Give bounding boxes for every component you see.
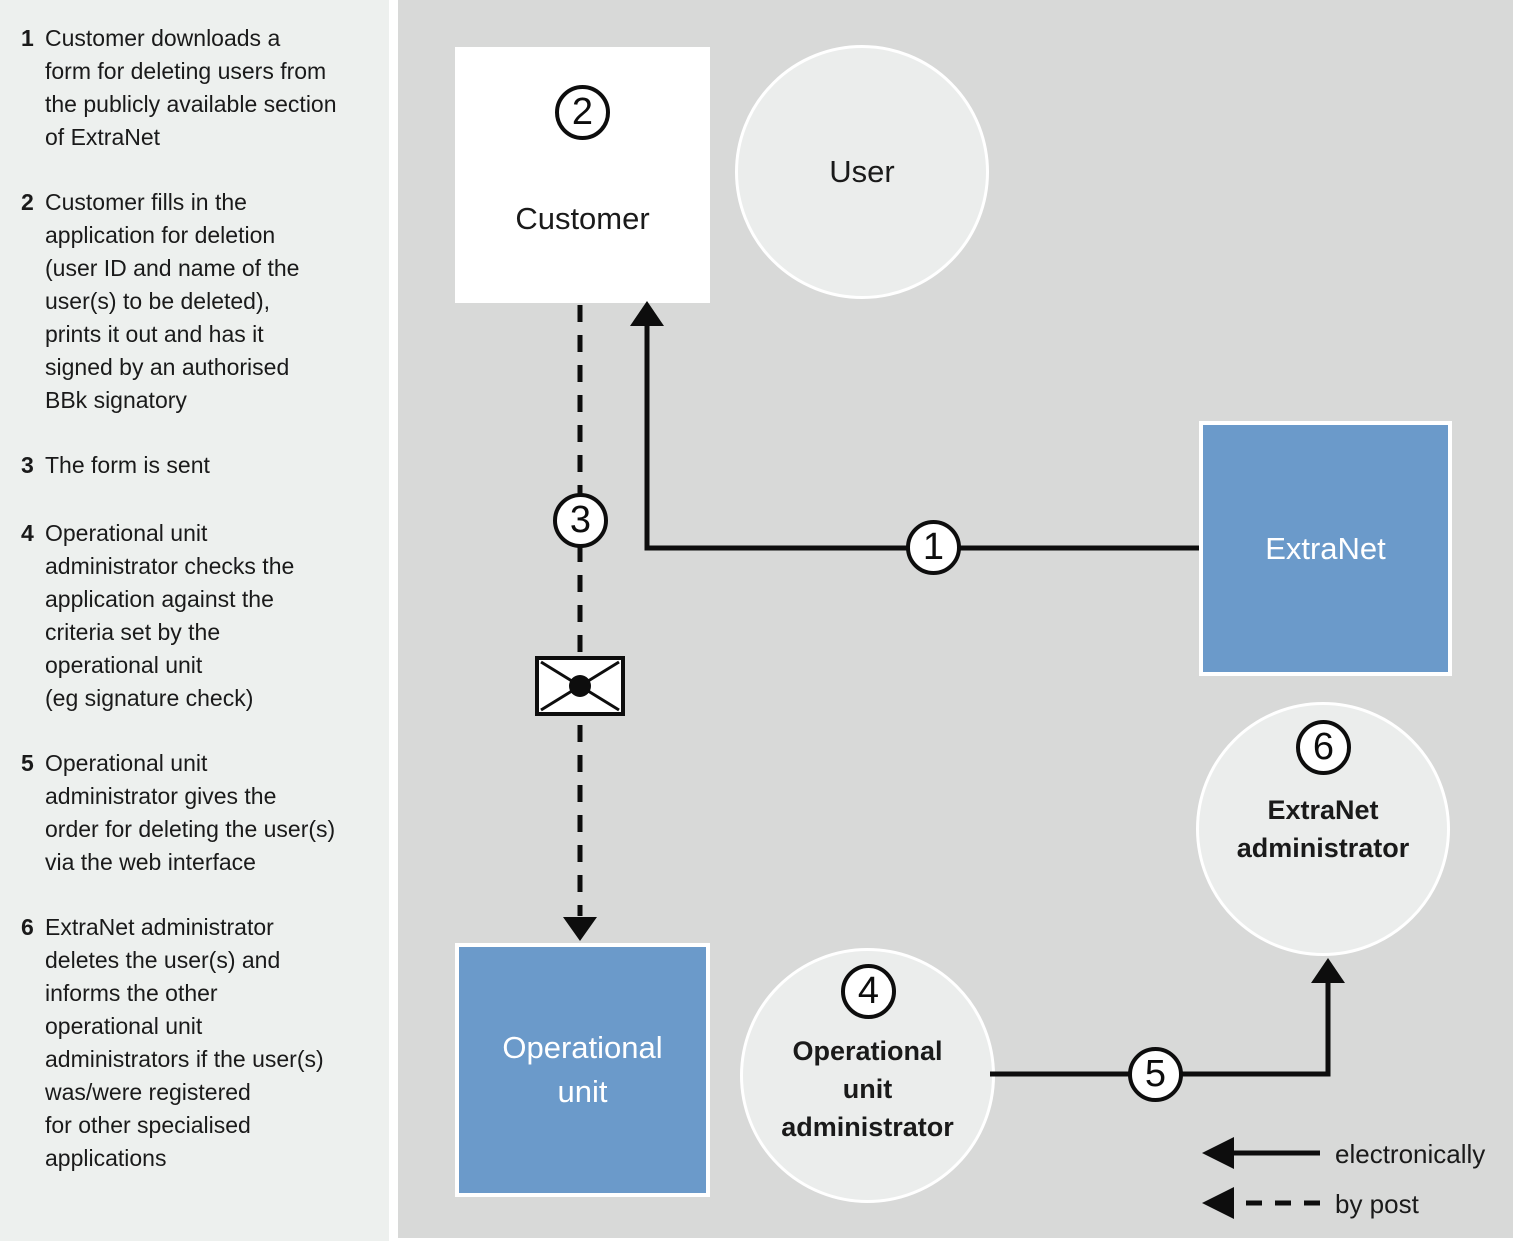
step-description: ExtraNet administrator deletes the user(… [45,914,324,1171]
customer-node: 2 Customer [455,47,710,303]
step-number: 1 [21,25,34,51]
operational-unit-label: Operational unit [502,1030,663,1109]
user-label: User [829,154,895,189]
step-item-3: 3 The form is sent [0,449,210,482]
extranet-admin-label: ExtraNet administrator [1236,795,1410,863]
operational-unit-node: Operational unit [455,943,710,1197]
legend-dashed-arrow-icon [1202,1187,1320,1219]
step-badge-1: 1 [906,520,961,575]
instruction-panel: 1 Customer downloads a form for deleting… [0,0,389,1241]
customer-label: Customer [515,201,650,236]
step-description: The form is sent [45,452,210,478]
envelope-icon [535,656,625,716]
arrow-customer-to-operational-unit [563,305,597,941]
step-item-4: 4 Operational unit administrator checks … [0,517,294,715]
extranet-label: ExtraNet [1265,530,1386,566]
step-badge-3: 3 [553,493,608,548]
step-badge-6: 6 [1296,720,1351,775]
user-node: User [735,45,989,299]
step-item-2: 2 Customer fills in the application for … [0,186,299,417]
extranet-admin-node: 6 ExtraNet administrator [1196,702,1450,956]
operational-unit-admin-label: Operational unit administrator [781,1036,954,1142]
diagram-canvas: 2 Customer User ExtraNet 6 ExtraNet admi… [398,0,1513,1238]
step-description: Customer fills in the application for de… [45,189,300,413]
legend-label-electronically: electronically [1335,1139,1486,1169]
step-item-5: 5 Operational unit administrator gives t… [0,747,335,879]
step-number: 4 [21,520,34,546]
step-badge-5: 5 [1128,1047,1183,1102]
step-number: 6 [21,914,34,940]
step-number: 2 [21,189,34,215]
extranet-node: ExtraNet [1199,421,1452,676]
step-description: Operational unit administrator checks th… [45,520,295,711]
step-badge-4: 4 [841,964,896,1019]
step-number: 3 [21,452,34,478]
operational-unit-admin-node: 4 Operational unit administrator [740,948,995,1203]
legend-label-by-post: by post [1335,1189,1419,1219]
step-badge-2: 2 [555,85,610,140]
step-description: Customer downloads a form for deleting u… [45,25,337,150]
step-description: Operational unit administrator gives the… [45,750,336,875]
legend-solid-arrow-icon [1202,1137,1320,1169]
step-item-1: 1 Customer downloads a form for deleting… [0,22,337,154]
step-item-6: 6 ExtraNet administrator deletes the use… [0,911,324,1175]
step-number: 5 [21,750,34,776]
arrow-extranet-to-customer [630,301,1199,551]
